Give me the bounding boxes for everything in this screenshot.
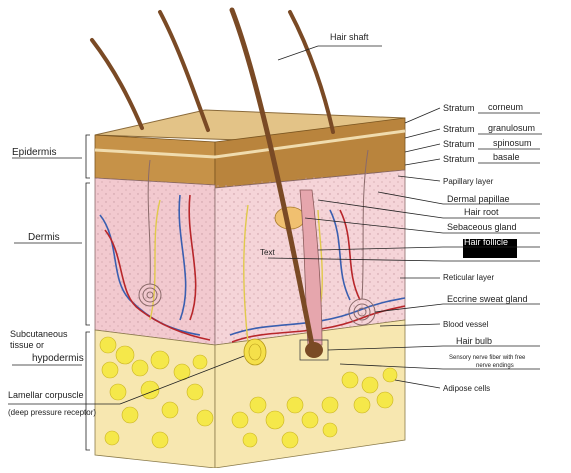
stratum-labels: Stratum corneum Stratum granulosum Strat… [443, 102, 542, 164]
label-reticular-layer: Reticular layer [443, 273, 494, 282]
hairs [90, 7, 335, 348]
leader-lamellar [119, 355, 245, 405]
hair-follicle-shape [299, 189, 323, 346]
label-lamellar-note: (deep pressure receptor) [8, 408, 96, 417]
label-papillary-layer: Papillary layer [443, 177, 494, 186]
label-spinosum: spinosum [493, 138, 532, 148]
label-tissue-or: tissue or [10, 340, 44, 350]
label-stratum-3: Stratum [443, 139, 475, 149]
label-hair-root: Hair root [464, 207, 499, 217]
label-sensory-nerve-2: nerve endings [476, 363, 514, 369]
label-basale: basale [493, 152, 520, 162]
label-inner-text: Text [260, 248, 275, 257]
label-sensory-nerve-1: Sensory nerve fiber with free [449, 355, 526, 361]
label-stratum-4: Stratum [443, 154, 475, 164]
right-leaders [267, 107, 444, 389]
blood-vessels [99, 194, 406, 343]
label-corneum: corneum [488, 102, 523, 112]
label-adipose-cells: Adipose cells [443, 384, 490, 393]
label-stratum-1: Stratum [443, 103, 475, 113]
label-dermis: Dermis [28, 232, 60, 243]
label-granulosum: granulosum [488, 123, 535, 133]
epidermis-front [94, 134, 216, 186]
label-hair-shaft: Hair shaft [330, 32, 369, 42]
left-brackets [85, 134, 90, 451]
label-subcutaneous: Subcutaneous [10, 329, 68, 339]
label-epidermis: Epidermis [12, 147, 56, 158]
leader-hair-shaft [277, 45, 319, 61]
label-blood-vessel: Blood vessel [443, 320, 489, 329]
lamellar-corpuscle-shape [243, 338, 267, 366]
label-eccrine-sweat-gland: Eccrine sweat gland [447, 294, 528, 304]
adipose-cells [99, 336, 398, 449]
label-stratum-2: Stratum [443, 124, 475, 134]
label-hypodermis: hypodermis [32, 353, 84, 364]
label-hair-bulb: Hair bulb [456, 336, 492, 346]
dermis-texture [95, 170, 405, 345]
label-dermal-papillae: Dermal papillae [447, 194, 510, 204]
hair-bulb-core [305, 342, 323, 358]
hair-follicle-mask [463, 239, 517, 258]
label-hair-follicle: Hair follicle [464, 237, 508, 247]
label-lamellar-corpuscle: Lamellar corpuscle [8, 390, 84, 400]
label-sebaceous-gland: Sebaceous gland [447, 222, 517, 232]
epidermis-band [94, 129, 406, 159]
sweat-glands [138, 149, 376, 326]
